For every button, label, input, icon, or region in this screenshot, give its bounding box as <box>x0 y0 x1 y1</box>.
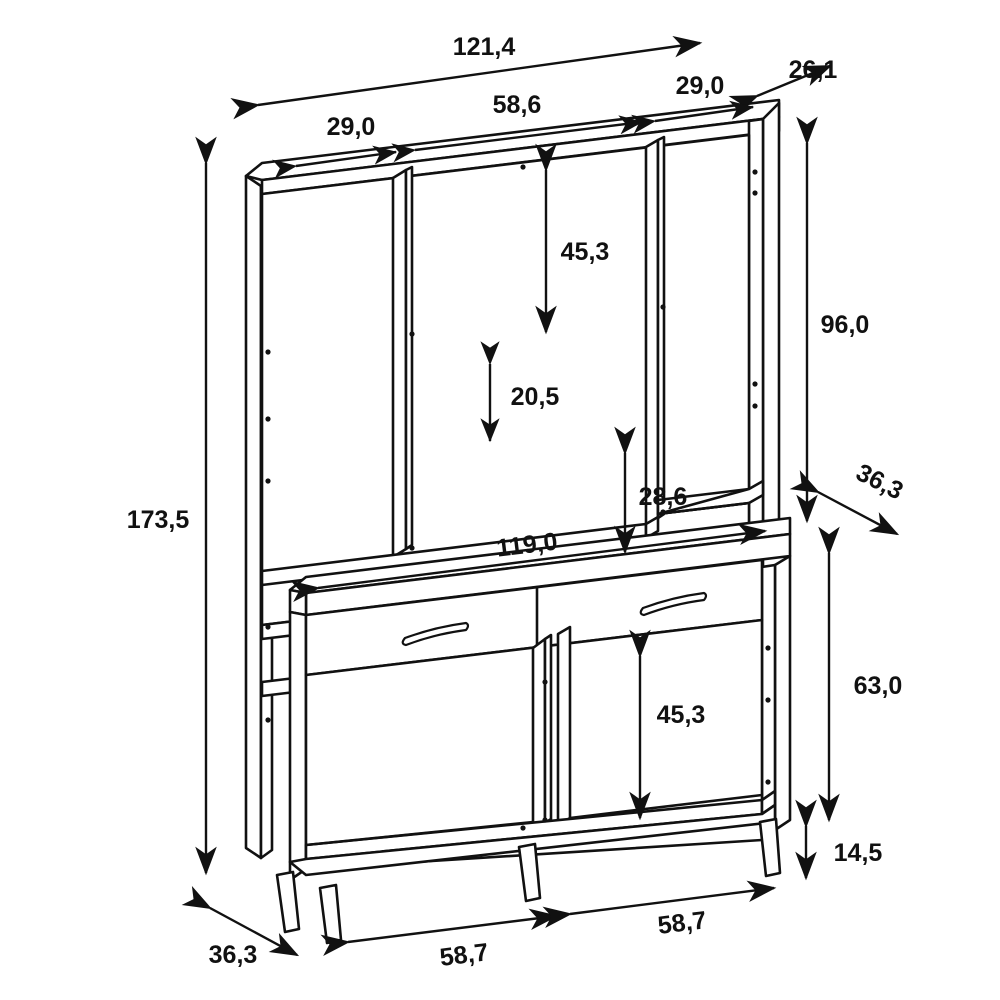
upper-divider-left <box>391 165 414 559</box>
leg-back-left <box>318 883 343 945</box>
dim-bay-left: 29,0 <box>327 113 376 141</box>
dim-overall-height: 173,5 <box>127 506 190 534</box>
dim-line-top-depth <box>728 64 833 117</box>
dimension-lines <box>181 35 900 957</box>
lower-center-divider-2 <box>556 625 572 828</box>
dim-line-countertop <box>290 523 768 603</box>
lower-front-rail <box>288 803 777 877</box>
lower-left-side-panel <box>288 610 308 882</box>
dim-line-base-right <box>542 880 777 929</box>
dim-line-bay-left <box>272 145 398 179</box>
dim-line-depth-lower <box>181 885 300 957</box>
leg-front-center <box>517 842 542 903</box>
upper-divider-right <box>644 135 666 527</box>
dim-upper-height: 96,0 <box>821 311 870 339</box>
dim-leg-height: 14,5 <box>834 839 883 867</box>
dim-bay-right: 29,0 <box>676 72 725 100</box>
dim-base-left: 58,7 <box>438 938 490 972</box>
dim-base-right: 58,7 <box>656 906 708 940</box>
lower-center-divider <box>531 633 553 834</box>
dim-top-depth: 26,1 <box>789 56 838 84</box>
dim-depth-lower: 36,3 <box>209 941 258 969</box>
drawer-left-handle <box>401 621 470 647</box>
dim-lower-height: 63,0 <box>854 672 903 700</box>
dim-line-bay-center <box>391 115 644 163</box>
leg-front-left <box>275 870 301 934</box>
dim-depth-upper: 36,3 <box>852 458 908 505</box>
dim-bay-center: 58,6 <box>493 91 542 119</box>
dim-upper-compartment: 45,3 <box>561 238 610 266</box>
hardware-dots <box>265 164 771 831</box>
leg-front-right <box>758 817 782 878</box>
dim-line-base-left <box>320 908 559 956</box>
dim-middle-shelf: 20,5 <box>511 383 560 411</box>
dim-overall-width: 121,4 <box>453 33 516 61</box>
dim-line-overall-width <box>230 35 703 120</box>
dim-lower-compartment: 45,3 <box>657 701 706 729</box>
dim-line-depth-upper <box>789 470 900 536</box>
dim-niche: 28,6 <box>639 483 688 511</box>
dim-line-bay-right <box>631 100 755 134</box>
